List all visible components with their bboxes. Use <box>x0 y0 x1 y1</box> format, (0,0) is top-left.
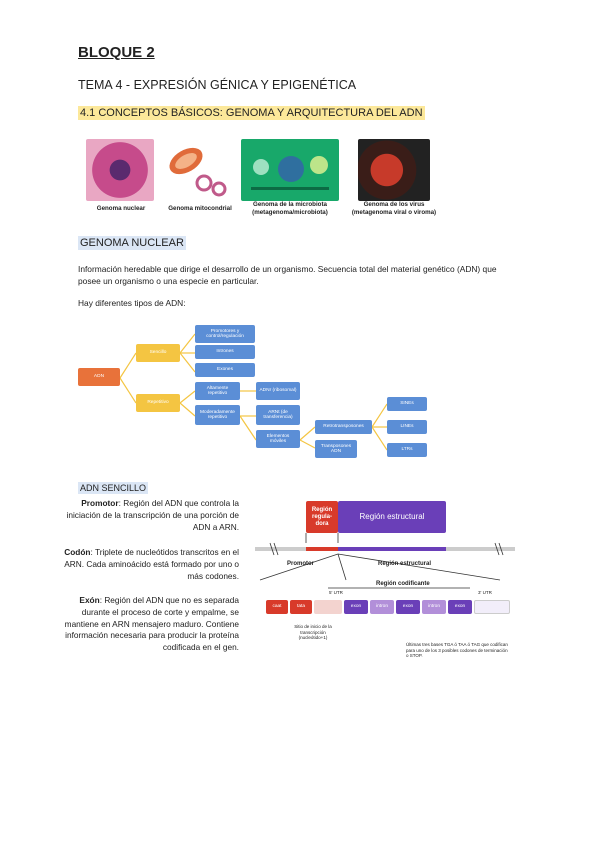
topic-title: TEMA 4 - EXPRESIÓN GÉNICA Y EPIGENÉTICA <box>78 78 357 92</box>
codon-definition: Codón: Triplete de nucleótidos transcrit… <box>64 547 239 582</box>
mitochondrial-genome-image <box>164 139 234 201</box>
microbiota-genome-image <box>241 139 339 201</box>
region-estructural-label: Región estructural <box>378 561 432 567</box>
utr5-label: 5' UTR <box>329 590 343 595</box>
tree-node-elementos: Elementos móviles <box>256 430 300 448</box>
ultimas-note: Últimas tres bases TGA ó TAA ó TAG que c… <box>406 642 508 658</box>
codon-term: Codón <box>64 547 91 557</box>
tree-node-adn: ADN <box>78 368 120 386</box>
tree-node-moderadamente: Moderadamente repetitivo <box>195 405 240 425</box>
tree-node-transposones: Transposones ADN <box>315 440 357 458</box>
exon-box-1: exon <box>344 600 368 614</box>
exon-box-2: exon <box>396 600 420 614</box>
tree-node-repetitivo: Repetitivo <box>136 394 180 412</box>
tree-node-ltrs: LTRs <box>387 443 427 457</box>
promotor-label: Promotor <box>287 561 314 567</box>
utr3-label: 3' UTR <box>478 590 492 595</box>
utr3-box <box>474 600 510 614</box>
caption-microbiota: Genoma de la microbiota (metagenoma/micr… <box>252 201 328 216</box>
tata-box: tata <box>290 600 312 614</box>
codon-text: : Triplete de nucleótidos transcritos en… <box>64 547 239 581</box>
tree-node-arnt: ARNt (de transferencia) <box>256 405 300 425</box>
caat-box: caat <box>266 600 288 614</box>
intron-box-2: intron <box>422 600 446 614</box>
promotor-definition: Promotor: Región del ADN que controla la… <box>64 498 240 533</box>
gap-box <box>314 600 342 614</box>
nuclear-genome-image <box>86 139 154 201</box>
exon-term: Exón <box>79 595 100 605</box>
exon-definition: Exón: Región del ADN que no es separada … <box>64 595 239 654</box>
tree-node-adnr: ADNr (ribosomal) <box>256 382 300 400</box>
sitio-note: Sitio de inicio de la transcripción (nuc… <box>294 624 332 640</box>
tree-node-promotores: Promotores y control/regulación <box>195 325 255 343</box>
tree-node-exones: Exones <box>195 363 255 377</box>
block-title: BLOQUE 2 <box>78 44 155 61</box>
dna-tree-connectors <box>119 333 388 451</box>
caption-mitochondrial: Genoma mitocondrial <box>168 205 232 212</box>
intron-box-1: intron <box>370 600 394 614</box>
tree-node-altamente: Altamente repetitivo <box>195 382 240 400</box>
virus-genome-image <box>358 139 430 201</box>
exon-box-3: exon <box>448 600 472 614</box>
tree-node-intrones: Intrones <box>195 345 255 359</box>
nuclear-genome-title: GENOMA NUCLEAR <box>78 236 186 250</box>
promotor-term: Promotor <box>81 498 119 508</box>
gene-diagram-lines <box>255 533 515 589</box>
tree-node-sines: SINEs <box>387 397 427 411</box>
exon-text: : Región del ADN que no es separada dura… <box>64 595 239 653</box>
caption-nuclear: Genoma nuclear <box>96 205 146 212</box>
tree-node-sencillo: Sencillo <box>136 344 180 362</box>
promotor-text: : Región del ADN que controla la iniciac… <box>66 498 240 532</box>
tree-node-retrotransposones: Retrotransposones <box>315 420 372 434</box>
caption-virus: Genoma de los virus (metagenoma viral o … <box>351 201 437 216</box>
region-codificante-label: Región codificante <box>376 581 430 587</box>
region-estructural-box: Región estructural <box>338 501 446 533</box>
dna-types-intro: Hay diferentes tipos de ADN: <box>78 298 186 308</box>
tree-node-lines: LINEs <box>387 420 427 434</box>
adn-sencillo-title: ADN SENCILLO <box>78 482 149 494</box>
nuclear-genome-paragraph: Información heredable que dirige el desa… <box>78 264 497 286</box>
section-title: 4.1 CONCEPTOS BÁSICOS: GENOMA Y ARQUITEC… <box>78 106 425 120</box>
region-reguladora-box: Región regula-dora <box>306 501 338 533</box>
